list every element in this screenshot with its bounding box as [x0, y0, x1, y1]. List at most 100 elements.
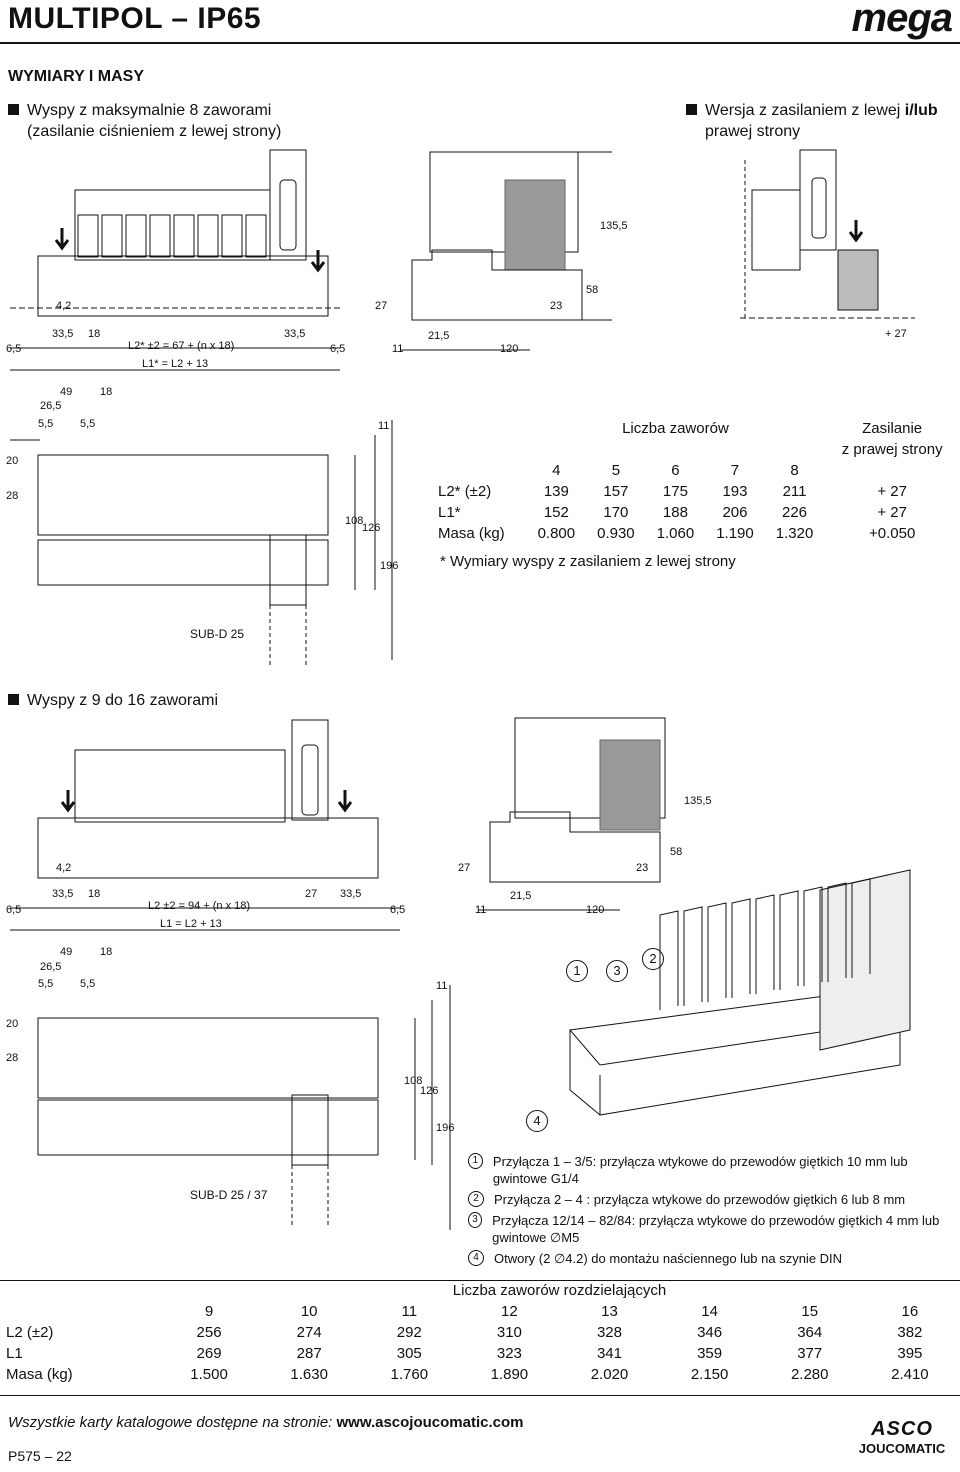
valve-block — [683, 906, 703, 1006]
right-heading-line2: prawej strony — [705, 123, 801, 140]
dim-label: 5,5 — [80, 978, 96, 990]
dim-label: 49 — [60, 386, 73, 398]
dim-label: 28 — [6, 490, 19, 502]
dim-label: 58 — [586, 284, 599, 296]
dim-label: 33,5 — [52, 888, 74, 900]
valve-block — [77, 214, 99, 258]
bullet-square-icon — [8, 694, 19, 705]
dim-label: 18 — [88, 888, 101, 900]
dim-label: 5,5 — [80, 418, 96, 430]
table2-frame — [0, 1280, 960, 1396]
cell: 323 — [496, 1345, 522, 1362]
cell: 211 — [782, 483, 807, 500]
table1-footnote: * Wymiary wyspy z zasilaniem z lewej str… — [440, 553, 736, 570]
cell: 1.760 — [390, 1366, 429, 1383]
isometric-view — [569, 869, 911, 1116]
footer-text: Wszystkie karty katalogowe dostępne na s… — [8, 1414, 524, 1431]
col-header: 6 — [671, 462, 680, 479]
valve-block — [173, 214, 195, 258]
footer-url[interactable]: www.ascojoucomatic.com — [336, 1414, 524, 1431]
cell: 256 — [196, 1324, 222, 1341]
dim-label: 20 — [6, 455, 19, 467]
col-header: 8 — [790, 462, 799, 479]
cell: 395 — [897, 1345, 923, 1362]
col-header: 11 — [401, 1303, 418, 1320]
cell: 364 — [797, 1324, 823, 1341]
dim-label: 196 — [380, 560, 399, 572]
dim-label: 126 — [420, 1085, 439, 1097]
top-plan-view — [10, 420, 393, 665]
dim-label: 6,5 — [6, 904, 22, 916]
cell: 1.190 — [716, 525, 754, 542]
cell: 193 — [722, 483, 748, 500]
table-row: L1* 152 170 188 206 226 + 27 — [432, 502, 960, 523]
cell: 1.630 — [290, 1366, 328, 1383]
valve-block — [803, 886, 823, 986]
dim-label: 6,5 — [390, 904, 406, 916]
dim-label: 120 — [500, 343, 519, 355]
table1-right-header: Zasilanie — [862, 420, 923, 437]
cell: 382 — [897, 1324, 923, 1341]
valve-block — [197, 214, 219, 258]
col-header: 15 — [801, 1303, 819, 1320]
page-title: MULTIPOL – IP65 — [8, 2, 262, 35]
row-label: Masa (kg) — [438, 525, 505, 542]
table1-group-header: Liczba zaworów — [622, 420, 729, 437]
cell: 287 — [296, 1345, 322, 1362]
valve-block — [731, 898, 751, 998]
cell: 1.320 — [775, 525, 814, 542]
cell: 1.060 — [656, 525, 695, 542]
row-label: L2* (±2) — [438, 483, 492, 500]
dim-label: 49 — [60, 946, 73, 958]
dim-label: 126 — [362, 522, 381, 534]
dim-label: 28 — [6, 1052, 19, 1064]
top-side-view — [400, 151, 612, 351]
cell: 188 — [662, 504, 688, 521]
table-row: Masa (kg) 1.500 1.630 1.760 1.890 2.020 … — [0, 1364, 960, 1385]
cell: 226 — [782, 504, 808, 521]
cell: 0.930 — [597, 525, 635, 542]
top-front-view — [10, 149, 340, 371]
page-number: P575 – 22 — [8, 1448, 72, 1464]
right-heading-line1: Wersja z zasilaniem z lewej — [705, 102, 905, 119]
callout-2: 2 — [642, 948, 674, 970]
dim-label: 33,5 — [52, 328, 74, 340]
cell: 341 — [596, 1345, 622, 1362]
right-heading-bold: i/lub — [904, 102, 938, 119]
brand-logo: mega — [851, 0, 953, 40]
col-header: 16 — [901, 1303, 919, 1320]
cell: 157 — [603, 483, 629, 500]
dim-label: 27 — [305, 888, 318, 900]
dim-label: 135,5 — [684, 795, 712, 807]
lower-front-view — [10, 719, 400, 931]
dim-label: 6,5 — [6, 343, 22, 355]
section-title: WYMIARY I MASY — [8, 68, 145, 85]
valve-block — [221, 214, 243, 258]
subd-label: SUB-D 25 / 37 — [190, 1188, 268, 1202]
cell: 2.410 — [891, 1366, 929, 1383]
formula-l2: L2* ±2 = 67 + (n x 18) — [128, 340, 235, 352]
dim-label: 23 — [636, 862, 649, 874]
row-label: L2 (±2) — [6, 1324, 54, 1341]
right-heading: Wersja z zasilaniem z lewej i/lub prawej… — [686, 100, 938, 142]
cell: 0.800 — [537, 525, 576, 542]
valve-block — [101, 214, 123, 258]
callout-1: 1 — [566, 960, 598, 982]
cell: 274 — [296, 1324, 322, 1341]
dim-label: 20 — [6, 1018, 19, 1030]
left-heading: Wyspy z maksymalnie 8 zaworami (zasilani… — [8, 100, 281, 142]
col-header: 12 — [501, 1303, 518, 1320]
table-valves-1-8: Liczba zaworów Zasilanie z prawej strony… — [432, 418, 960, 544]
bullet-square-icon — [8, 104, 19, 115]
lower-plan-view — [37, 985, 451, 1230]
cell: 328 — [596, 1324, 622, 1341]
cell: 1.500 — [190, 1366, 228, 1383]
cell: 2.150 — [690, 1366, 729, 1383]
valve-block — [827, 882, 847, 982]
row-label: Masa (kg) — [6, 1366, 73, 1383]
left-heading-line1: Wyspy z maksymalnie 8 zaworami — [27, 102, 272, 119]
note-text: Przyłącza 12/14 – 82/84: przyłącza wtyko… — [492, 1213, 940, 1245]
note-number: 4 — [468, 1250, 484, 1266]
note-number: 3 — [468, 1212, 483, 1228]
